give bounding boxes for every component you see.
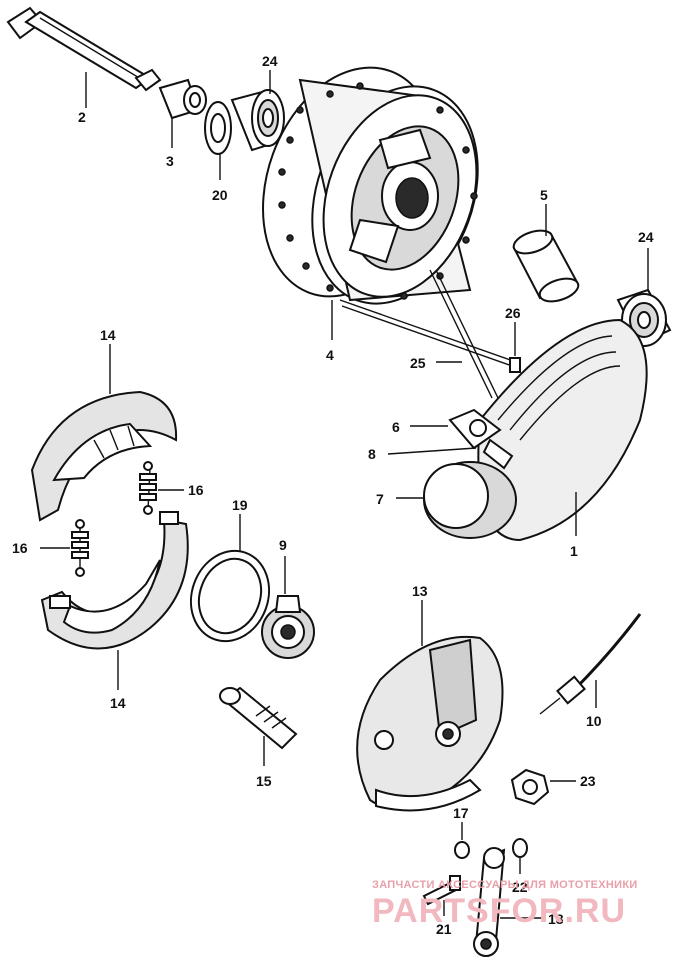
label-13: 13 (412, 583, 428, 599)
label-17: 17 (453, 805, 469, 821)
label-15: 15 (256, 773, 272, 789)
wheel-bearing-left-part (230, 89, 286, 152)
axle-collar-part (158, 78, 207, 120)
brake-spring-upper-part (139, 461, 157, 515)
label-16b: 16 (12, 540, 28, 556)
label-9: 9 (279, 537, 287, 553)
label-3: 3 (166, 153, 174, 169)
brake-arm-part (473, 847, 506, 957)
dust-seal-part (204, 101, 232, 155)
axle-nut-part (510, 768, 550, 806)
hub-spoke-holes (278, 82, 478, 300)
label-26: 26 (505, 305, 521, 321)
label-5: 5 (540, 187, 548, 203)
label-22: 22 (512, 879, 528, 895)
speedometer-gear-part (261, 595, 315, 659)
gear-seal-ring-part (189, 549, 271, 643)
cam-bolt-part (512, 838, 528, 858)
label-24a: 24 (262, 53, 278, 69)
label-16a: 16 (188, 482, 204, 498)
leader-8 (387, 447, 477, 455)
label-2: 2 (78, 109, 86, 125)
label-10: 10 (586, 713, 602, 729)
label-24b: 24 (638, 229, 654, 245)
brake-spring-lower-part (71, 519, 89, 577)
brake-panel-part (356, 636, 504, 812)
label-6: 6 (392, 419, 400, 435)
arm-bolt-part (422, 875, 462, 906)
label-25: 25 (410, 355, 426, 371)
brake-shoe-lower-part (40, 511, 189, 650)
label-7: 7 (376, 491, 384, 507)
label-18: 18 (548, 911, 564, 927)
watermark-caption: ЗАПЧАСТИ АКСЕССУАРЫ ДЛЯ МОТОТЕХНИКИ (372, 879, 638, 891)
speedometer-cable-part (539, 613, 642, 715)
brake-cam-part (219, 686, 298, 750)
brake-shoe-upper-part (30, 390, 178, 522)
spoke-nipple-part (509, 357, 521, 373)
label-20: 20 (212, 187, 228, 203)
o-ring-part (454, 841, 470, 859)
rim-band-part (423, 461, 517, 539)
valve-nut-part (448, 408, 514, 470)
label-1: 1 (570, 543, 578, 559)
label-8: 8 (368, 446, 376, 462)
label-23: 23 (580, 773, 596, 789)
label-14a: 14 (100, 327, 116, 343)
label-21: 21 (436, 921, 452, 937)
watermark-brand: PARTSFOR.RU (372, 892, 626, 930)
label-19: 19 (232, 497, 248, 513)
axle-bolt-part (6, 6, 162, 92)
label-4: 4 (326, 347, 334, 363)
label-14b: 14 (110, 695, 126, 711)
wheel-hub-part (262, 66, 479, 305)
distance-collar-part (512, 229, 580, 303)
spokes-part (339, 269, 519, 399)
